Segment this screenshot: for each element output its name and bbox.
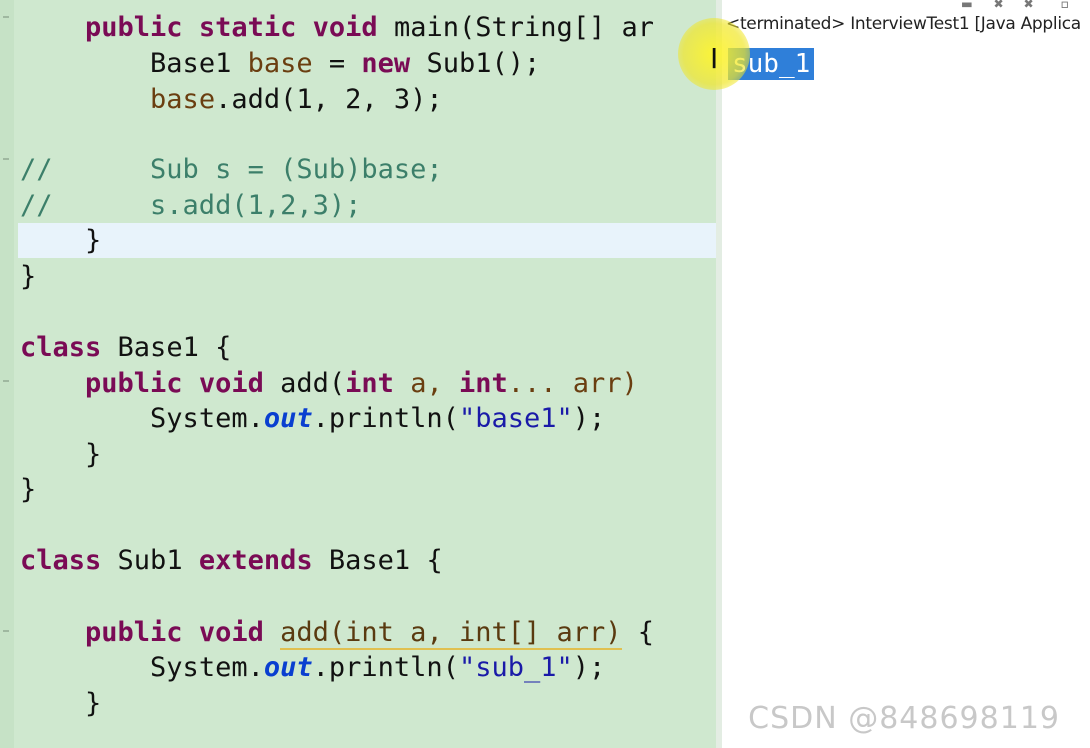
- pin-icon[interactable]: ▫: [1060, 0, 1070, 13]
- text-cursor-icon: I: [710, 42, 719, 75]
- code-line-close-base-class[interactable]: }: [20, 474, 37, 505]
- code-line-add-call[interactable]: base.add(1, 2, 3);: [150, 84, 443, 115]
- code-line-base-add[interactable]: public void add(int a, int... arr): [85, 368, 638, 399]
- code-line-close-method[interactable]: }: [85, 225, 102, 256]
- code-line-print-sub1[interactable]: System.out.println("sub_1");: [150, 652, 606, 683]
- code-line-main[interactable]: public static void main(String[] ar: [85, 12, 655, 43]
- code-line-close-sub-method[interactable]: }: [85, 688, 102, 719]
- code-line-class-sub1[interactable]: class Sub1 extends Base1 {: [20, 545, 443, 576]
- code-line-sub-add[interactable]: public void add(int a, int[] arr) {: [85, 617, 655, 650]
- console-header: <terminated> InterviewTest1 [Java Applic…: [726, 14, 1081, 34]
- code-line-comment-2[interactable]: // s.add(1,2,3);: [20, 190, 362, 221]
- panel-divider[interactable]: [716, 0, 722, 748]
- code-editor[interactable]: public static void main(String[] ar Base…: [0, 0, 716, 748]
- close-icon[interactable]: ✖: [994, 0, 1004, 13]
- editor-gutter: [0, 0, 14, 748]
- code-line-new-sub[interactable]: Base1 base = new Sub1();: [150, 48, 541, 79]
- console-view[interactable]: ▬ ✖ ✖ ▫ <terminated> InterviewTest1 [Jav…: [722, 0, 1090, 748]
- code-line-close-class[interactable]: }: [20, 261, 37, 292]
- remove-all-icon[interactable]: ✖: [1024, 0, 1034, 13]
- remove-launch-icon[interactable]: ▬: [962, 0, 972, 13]
- code-line-class-base1[interactable]: class Base1 {: [20, 332, 232, 363]
- current-line-highlight: [18, 223, 716, 258]
- cursor-highlight-circle: [678, 18, 750, 90]
- watermark: CSDN @848698119: [748, 701, 1060, 736]
- console-toolbar: ▬ ✖ ✖ ▫: [962, 0, 1090, 13]
- code-line-comment-1[interactable]: // Sub s = (Sub)base;: [20, 154, 443, 185]
- code-line-print-base1[interactable]: System.out.println("base1");: [150, 403, 606, 434]
- code-line-close-base-method[interactable]: }: [85, 439, 102, 470]
